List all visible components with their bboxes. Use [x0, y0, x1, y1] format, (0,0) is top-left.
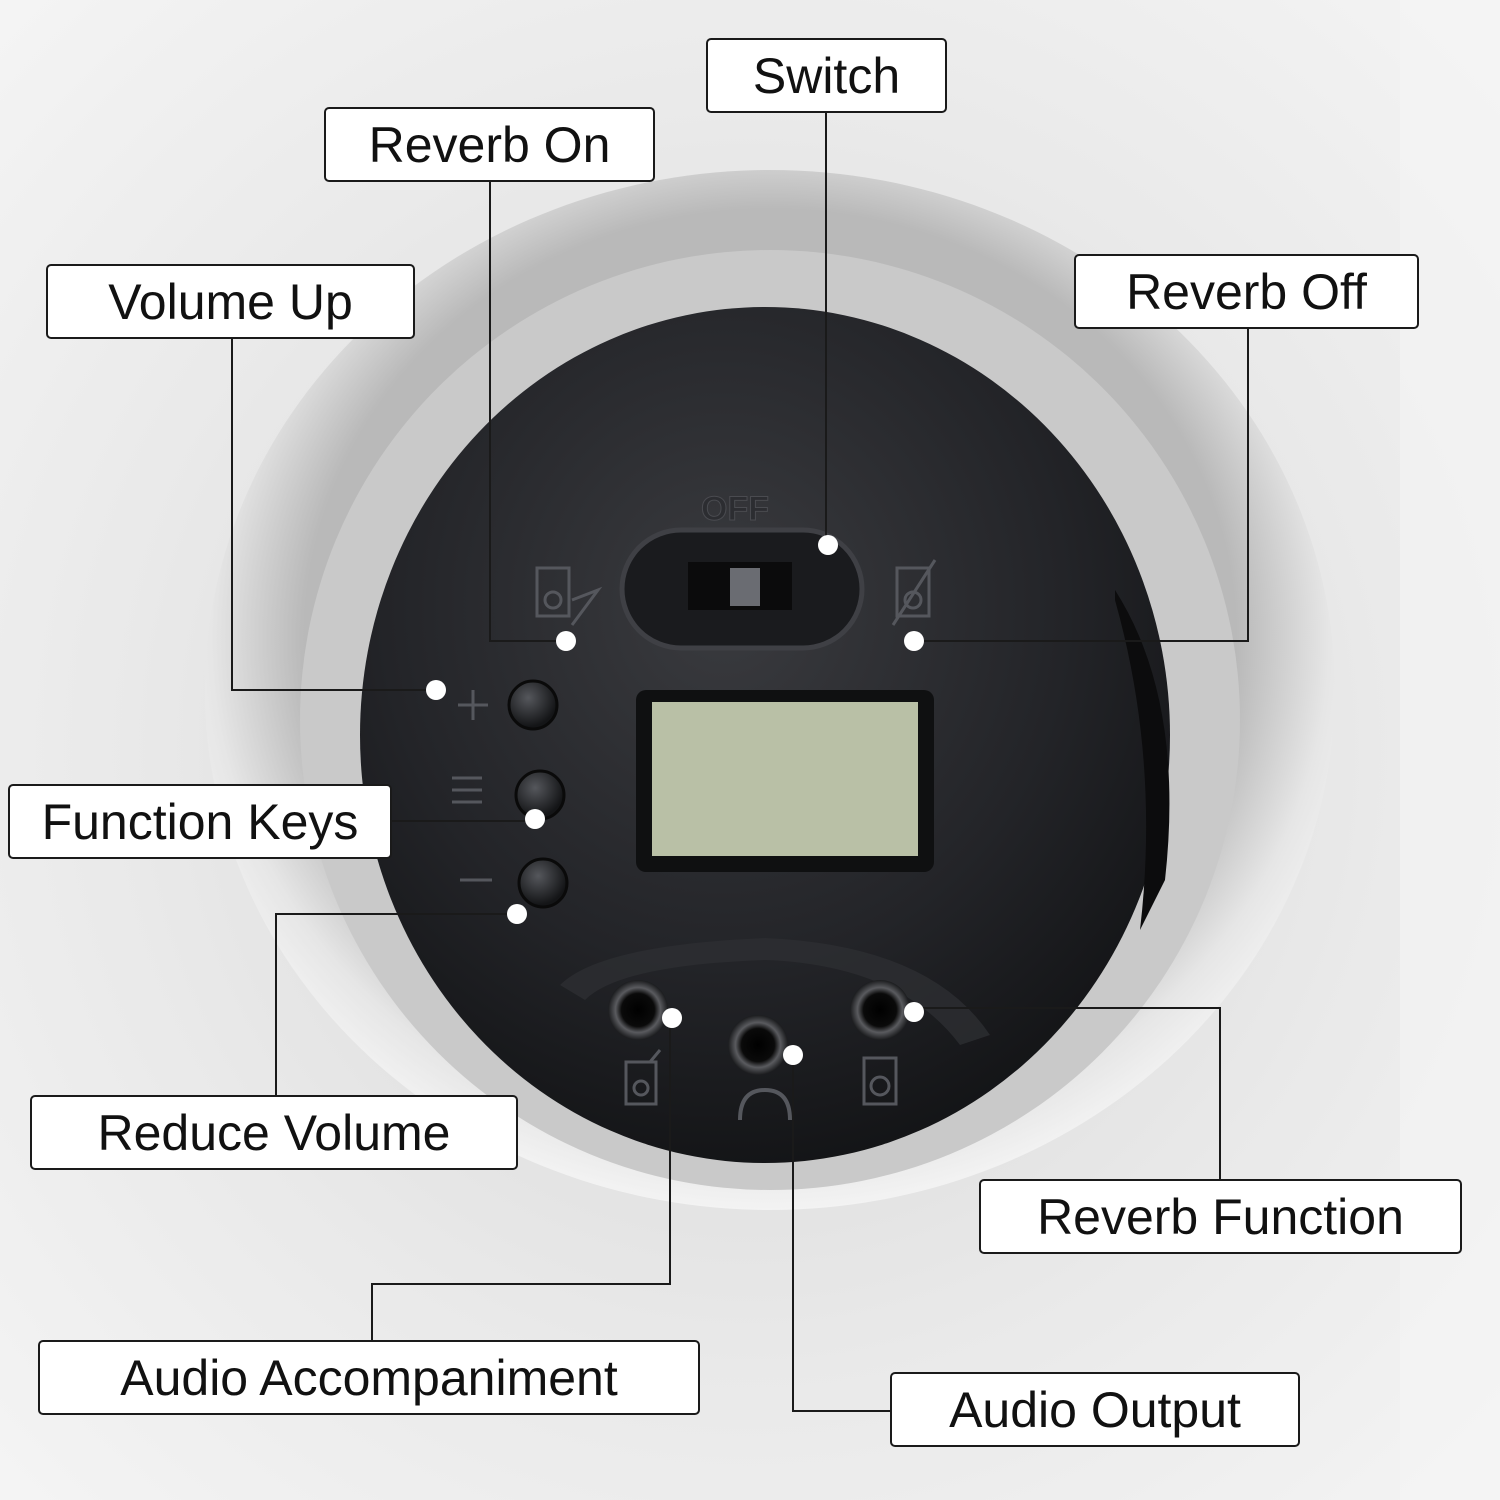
volume-up-anchor-dot [426, 680, 446, 700]
reverb-on-callout: Reverb On [324, 107, 655, 182]
audio-accompaniment-jack[interactable] [608, 980, 668, 1040]
reduce-volume-anchor-dot [507, 904, 527, 924]
speaker-icon [862, 1056, 898, 1106]
reverb-function-jack[interactable] [850, 980, 910, 1040]
reverb-function-callout: Reverb Function [979, 1179, 1462, 1254]
slide-switch-knob[interactable] [730, 568, 760, 606]
volume-down-button[interactable] [517, 857, 569, 909]
reduce-volume-callout: Reduce Volume [30, 1095, 518, 1170]
audio-accompaniment-callout: Audio Accompaniment [38, 1340, 700, 1415]
reverb-on-leader [489, 182, 566, 642]
volume-up-leader [231, 338, 436, 691]
reverb-off-icon [891, 559, 937, 626]
function-keys-callout: Function Keys [8, 784, 392, 859]
audio-output-leader [792, 1055, 890, 1412]
function-keys-anchor-dot [525, 809, 545, 829]
audio-output-callout: Audio Output [890, 1372, 1300, 1447]
reduce-volume-leader [275, 913, 517, 1095]
reverb-off-leader [914, 328, 1249, 642]
switch-anchor-dot [818, 535, 838, 555]
reverb-on-anchor-dot [556, 631, 576, 651]
reverb-on-icon [535, 566, 603, 626]
volume-up-button[interactable] [507, 679, 559, 731]
off-marking: OFF [701, 490, 769, 528]
audio-accompaniment-anchor-dot [662, 1008, 682, 1028]
plus-icon [458, 690, 488, 720]
jack-plate-ridge [560, 938, 990, 1045]
reverb-function-leader [912, 1007, 1221, 1179]
menu-icon [452, 776, 482, 804]
lcd-screen [652, 702, 918, 856]
audio-output-jack[interactable] [728, 1015, 788, 1075]
reverb-function-anchor-dot [904, 1002, 924, 1022]
reverb-off-callout: Reverb Off [1074, 254, 1419, 329]
reverb-off-anchor-dot [904, 631, 924, 651]
headphones-icon [738, 1087, 792, 1121]
panel-side-lip [1115, 590, 1170, 930]
audio-accompaniment-leader [371, 1018, 671, 1340]
volume-up-callout: Volume Up [46, 264, 415, 339]
audio-output-anchor-dot [783, 1045, 803, 1065]
accompaniment-icon [624, 1049, 662, 1106]
switch-callout: Switch [706, 38, 947, 113]
